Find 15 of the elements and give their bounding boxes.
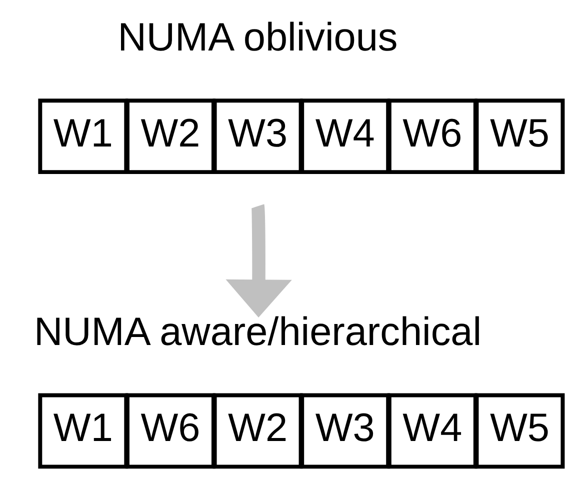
node-text: NUMA aware/hierarchical [34,310,482,354]
arrow [226,205,292,318]
node-box: W5 [474,98,565,174]
node-box: W4 [300,98,390,174]
node-box: W6 [126,393,216,469]
node-box: W1 [38,393,128,469]
node-box: W6 [387,98,478,174]
node-box: W5 [474,393,565,469]
node-text: NUMA oblivious [118,15,398,60]
node-box: W1 [38,98,128,174]
node-box: W4 [387,393,478,469]
node-box: W2 [212,393,303,469]
node-box: W2 [126,98,216,174]
node-box: W3 [212,98,303,174]
node-box: W3 [300,393,390,469]
